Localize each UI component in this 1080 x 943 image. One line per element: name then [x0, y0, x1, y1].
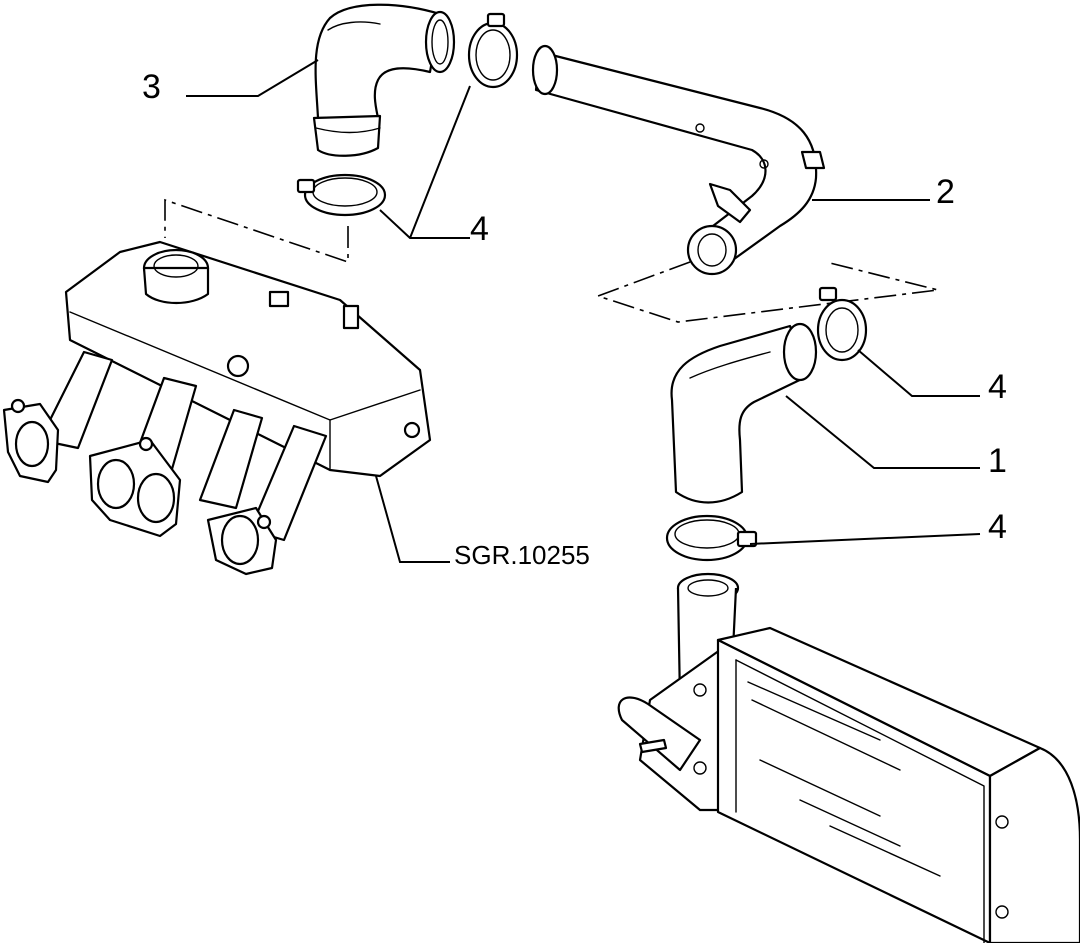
clamp-4-right [816, 286, 868, 362]
leader-code [375, 475, 450, 563]
assembly-line-right [595, 261, 939, 323]
leader-4-low [749, 533, 981, 545]
clamp-4-left [296, 173, 387, 217]
intake-manifold [2, 240, 432, 576]
leader-4-mid [857, 349, 980, 397]
callout-3: 3 [142, 68, 161, 106]
hose-1 [670, 322, 818, 504]
leader-4-top [379, 85, 471, 239]
callout-4-top: 4 [470, 210, 489, 248]
intercooler [617, 572, 1080, 943]
pipe-2 [531, 44, 826, 276]
callout-4-low: 4 [988, 508, 1007, 546]
clamp-4-bottom [665, 514, 758, 562]
hose-3 [312, 3, 456, 157]
drawing-code: SGR.10255 [454, 540, 590, 570]
leader-1 [785, 395, 980, 469]
callout-4-mid: 4 [988, 368, 1007, 406]
callout-1: 1 [988, 442, 1007, 480]
callout-2: 2 [936, 173, 955, 211]
clamp-4-top [467, 12, 519, 89]
assembly-line-left [164, 198, 349, 264]
leader-3 [186, 59, 319, 97]
